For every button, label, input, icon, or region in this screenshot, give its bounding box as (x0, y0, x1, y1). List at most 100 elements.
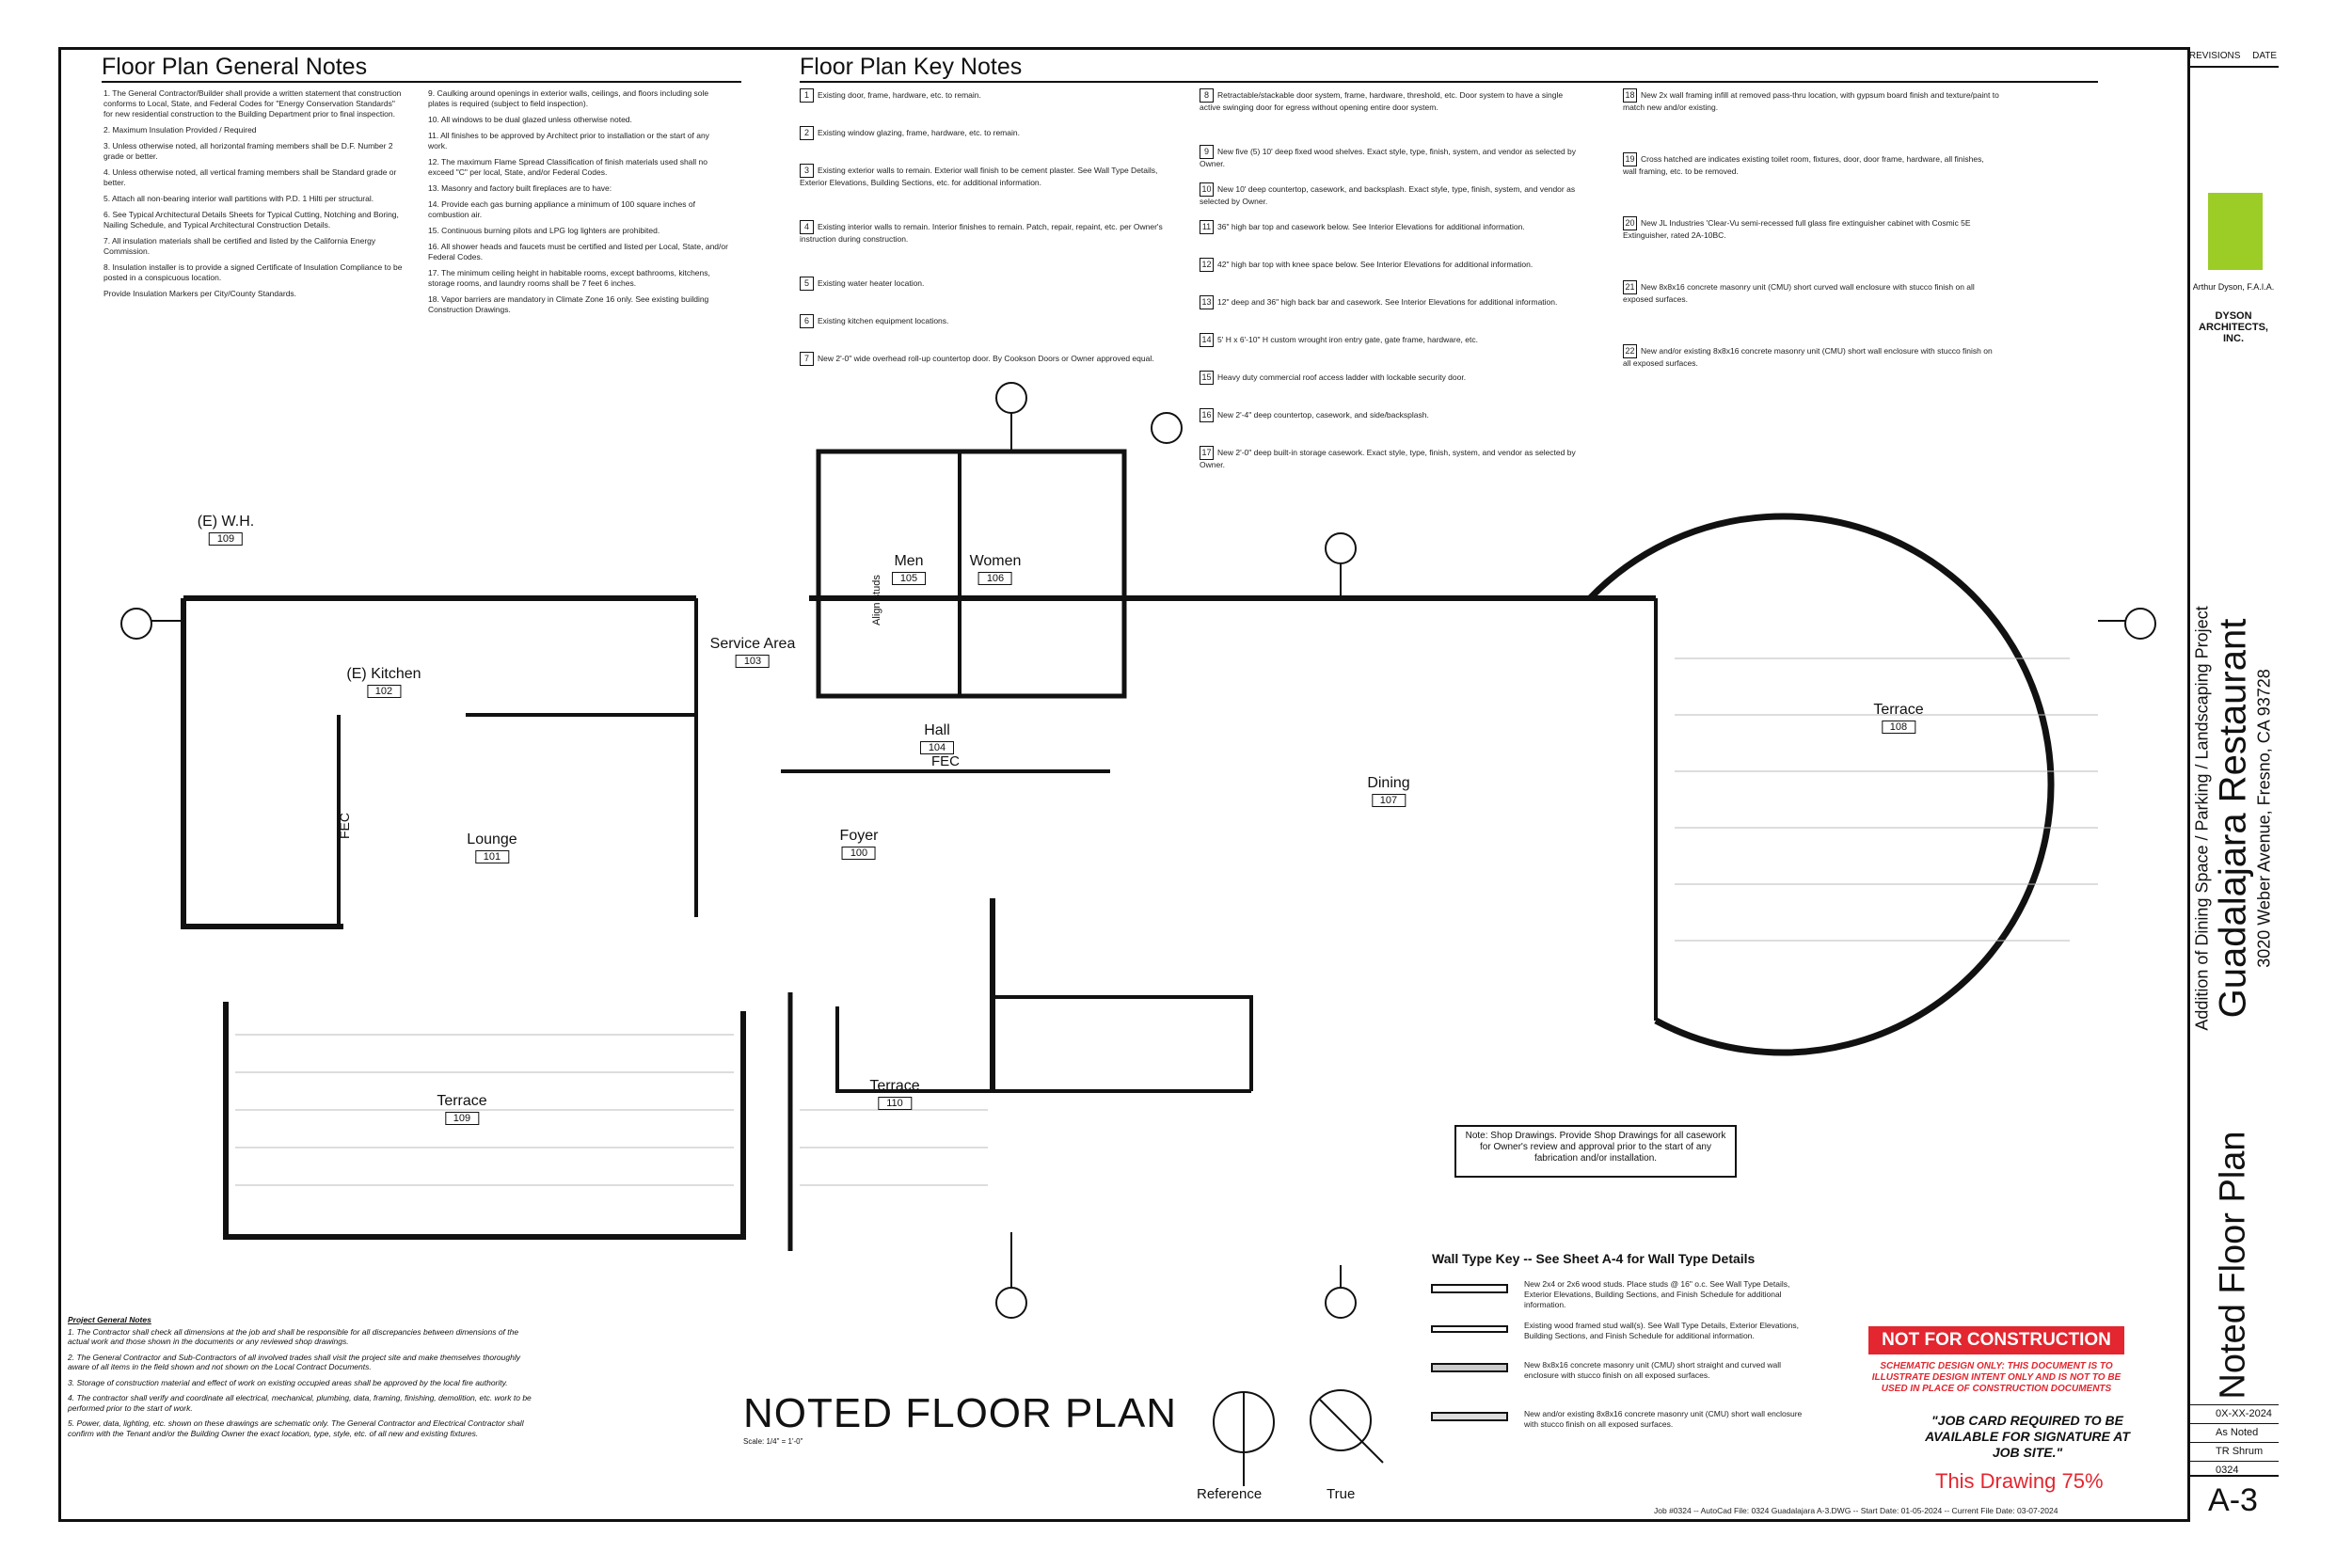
room-number: 107 (1371, 794, 1406, 807)
project-note: 1. The Contractor shall check all dimens… (68, 1326, 519, 1347)
project-general-notes: Project General Notes 1. The Contractor … (68, 1315, 538, 1444)
general-note: 8. Insulation installer is to provide a … (103, 262, 403, 282)
key-note-number: 18 (1623, 88, 1637, 103)
key-note-text: Existing kitchen equipment locations. (818, 316, 949, 325)
wall-type-key-title: Wall Type Key -- See Sheet A-4 for Wall … (1432, 1251, 1756, 1266)
key-note-number: 20 (1623, 216, 1637, 230)
room-number: 100 (842, 847, 876, 860)
key-note-number: 3 (800, 164, 814, 178)
date-label: DATE (2252, 51, 2278, 61)
general-note: 17. The minimum ceiling height in habita… (428, 268, 710, 288)
key-note-text: New 2'-4" deep countertop, casework, and… (1217, 410, 1429, 420)
shop-drawings-note: Note: Shop Drawings. Provide Shop Drawin… (1454, 1125, 1737, 1178)
general-note: 10. All windows to be dual glazed unless… (428, 115, 632, 124)
key-note-number: 16 (1200, 408, 1214, 422)
key-note-text: New JL Industries 'Clear-Vu semi-recesse… (1623, 218, 1971, 240)
north-reference-label: Reference (1197, 1486, 1263, 1502)
room-number: 101 (474, 850, 509, 863)
key-note-text: New and/or existing 8x8x16 concrete maso… (1623, 346, 1993, 368)
room-number: 110 (877, 1097, 912, 1110)
drawing-scale: Scale: 1/4" = 1'-0" (743, 1437, 803, 1446)
revisions-header: REVISIONS DATE (2187, 47, 2279, 68)
room-number: 109 (209, 532, 243, 546)
key-note-number: 14 (1200, 333, 1214, 347)
room-name: Terrace (1873, 702, 1924, 718)
key-note-number: 17 (1200, 446, 1214, 460)
general-notes-col1: 1. The General Contractor/Builder shall … (103, 88, 405, 305)
room-number: 104 (920, 741, 954, 754)
drawing-title: NOTED FLOOR PLAN (743, 1390, 1177, 1436)
key-note-text: 36" high bar top and casework below. See… (1217, 222, 1525, 231)
key-note-text: New 8x8x16 concrete masonry unit (CMU) s… (1623, 282, 1975, 304)
project-note: 2. The General Contractor and Sub-Contra… (68, 1352, 520, 1372)
general-note: 16. All shower heads and faucets must be… (428, 242, 728, 261)
general-note: 3. Unless otherwise noted, all horizonta… (103, 141, 393, 161)
room-number: 103 (736, 655, 770, 668)
general-note: 15. Continuous burning pilots and LPG lo… (428, 226, 660, 235)
key-note-text: Existing water heater location. (818, 278, 925, 288)
room-name: Terrace (437, 1093, 487, 1109)
project-note: 3. Storage of construction material and … (68, 1377, 508, 1387)
project-title-rotated: Addition of Dining Space / Parking / Lan… (2193, 606, 2275, 1030)
key-note-number: 19 (1623, 152, 1637, 166)
meta-job: 0324 (2187, 1461, 2279, 1480)
key-note-number: 9 (1200, 145, 1214, 159)
key-note-text: 12" deep and 36" high back bar and casew… (1217, 297, 1558, 307)
room-name: Foyer (839, 828, 879, 844)
room-name: Lounge (467, 832, 517, 847)
key-note-text: New 2x wall framing infill at removed pa… (1623, 90, 1999, 112)
room-number: 109 (444, 1112, 479, 1125)
room-name: (E) W.H. (197, 514, 255, 530)
general-note: 18. Vapor barriers are mandatory in Clim… (428, 294, 709, 314)
key-note-text: 42" high bar top with knee space below. … (1217, 260, 1534, 269)
project-title-strip: Addition of Dining Space / Parking / Lan… (2193, 508, 2275, 1129)
key-note-text: 5' H x 6'-10" H custom wrought iron entr… (1217, 335, 1478, 344)
room-name: Terrace (869, 1078, 920, 1094)
general-note: 5. Attach all non-bearing interior wall … (103, 194, 374, 203)
project-note: 5. Power, data, lighting, etc. shown on … (68, 1418, 524, 1438)
key-note-text: New 2'-0" deep built-in storage casework… (1200, 448, 1576, 469)
general-note: 1. The General Contractor/Builder shall … (103, 88, 402, 119)
key-note-number: 2 (800, 126, 814, 140)
fec-label: FEC (337, 813, 352, 839)
room-name: Men (894, 553, 924, 569)
revisions-label: REVISIONS (2188, 51, 2241, 61)
meta-date: 0X-XX-2024 (2187, 1404, 2279, 1423)
general-notes-rule (102, 81, 741, 83)
sheet-name-box: Noted Floor Plan (2194, 1131, 2273, 1399)
room-label: (E) W.H. 109 (198, 514, 254, 546)
key-note-text: Existing door, frame, hardware, etc. to … (818, 90, 981, 100)
project-address: 3020 Weber Avenue, Fresno, CA 93728 (2254, 669, 2274, 968)
general-note: 14. Provide each gas burning appliance a… (428, 199, 695, 219)
key-note-number: 4 (800, 220, 814, 234)
room-number: 106 (978, 572, 1012, 585)
project-name: Guadalajara Restaurant (2212, 618, 2254, 1019)
general-note: 7. All insulation materials shall be cer… (103, 236, 376, 256)
firm-name: DYSON ARCHITECTS, INC. (2199, 310, 2268, 344)
key-note-text: Heavy duty commercial roof access ladder… (1217, 372, 1467, 382)
room-name: Dining (1367, 775, 1410, 791)
key-note-number: 11 (1200, 220, 1214, 234)
general-note: 9. Caulking around openings in exterior … (428, 88, 709, 108)
key-note-number: 7 (800, 352, 814, 366)
room-label: Service Area 103 (709, 636, 796, 668)
key-note-text: Retractable/stackable door system, frame… (1200, 90, 1564, 112)
room-name: Service Area (709, 636, 796, 652)
